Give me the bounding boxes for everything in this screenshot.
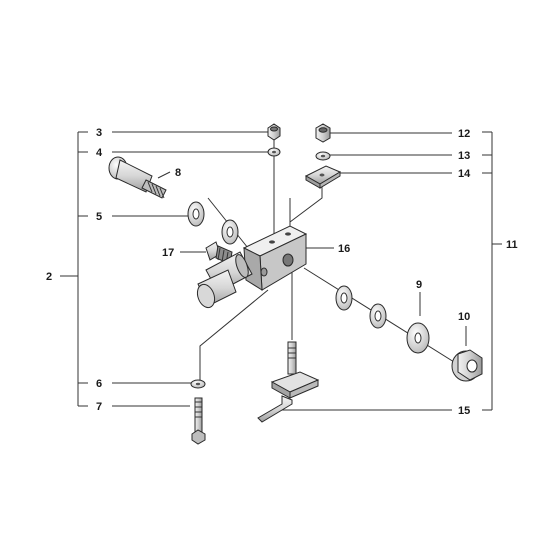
callout-6: 6	[96, 378, 102, 390]
washer-part-13	[315, 151, 331, 161]
bolt-part-7	[191, 397, 206, 445]
pin-part-8	[108, 156, 167, 199]
callout-3: 3	[96, 127, 102, 139]
nut-part-3	[267, 123, 281, 141]
flange-nut-part-10	[451, 349, 483, 382]
washer-part-4	[267, 147, 281, 157]
callout-14: 14	[458, 168, 471, 180]
callout-13: 13	[458, 150, 470, 162]
lock-nut-part-12	[315, 123, 331, 143]
callout-2: 2	[46, 271, 52, 283]
callout-9: 9	[416, 279, 422, 291]
plate-part-14	[304, 165, 342, 189]
l-bolt-part-15	[257, 341, 320, 423]
callout-labels: 2 3 4 5 6 7 8 17 16 12 13 14 11 9 10 15	[46, 127, 518, 417]
callout-4: 4	[96, 147, 103, 159]
block-part-16	[196, 225, 308, 309]
callout-11: 11	[506, 239, 518, 251]
washer-part-9	[335, 285, 430, 354]
callout-16: 16	[338, 243, 350, 255]
callout-5: 5	[96, 211, 102, 223]
washer-part-5	[187, 201, 239, 245]
callout-10: 10	[458, 311, 470, 323]
washer-part-6	[190, 379, 206, 389]
callout-12: 12	[458, 128, 470, 140]
callout-17: 17	[162, 247, 174, 259]
callout-7: 7	[96, 401, 102, 413]
callout-15: 15	[458, 405, 470, 417]
callout-8: 8	[175, 167, 181, 179]
leader-lines	[60, 131, 502, 411]
